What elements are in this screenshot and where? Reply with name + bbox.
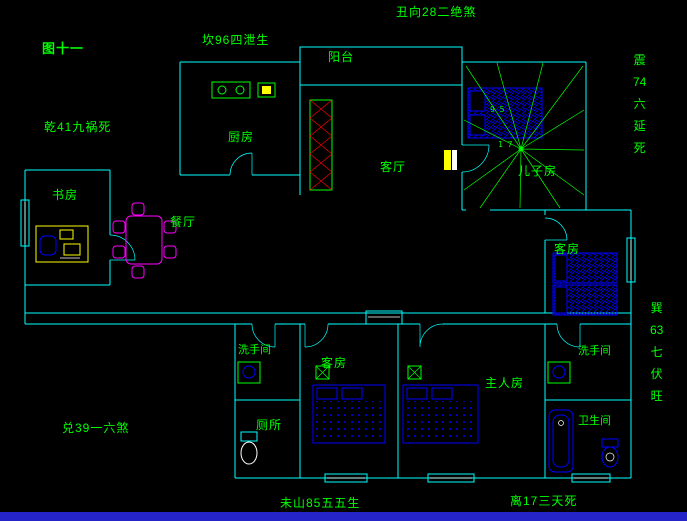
washbasin-west (237, 361, 261, 384)
annotation-dui: 兑39一六煞 (62, 421, 130, 435)
room-label-son: 儿子房 (518, 164, 558, 178)
dining-set (112, 202, 177, 279)
fengshui-compass: 9 5 1 7 (463, 62, 585, 209)
annotation-chou: 丑向28二绝煞 (396, 5, 477, 19)
annotation-kan: 坎96四泄生 (202, 33, 270, 47)
horizontal-scrollbar[interactable] (0, 512, 687, 521)
toilet-west (240, 431, 258, 465)
annotation-wei: 未山85五五生 (280, 496, 361, 510)
room-label-washroom-west: 洗手间 (238, 344, 271, 356)
room-label-kitchen: 厨房 (228, 130, 255, 144)
figure-title: 图十一 (42, 41, 85, 56)
wall-speaker (444, 150, 457, 170)
room-label-living: 客厅 (380, 160, 407, 174)
room-label-toilet-west: 厕所 (256, 418, 283, 432)
guest-beds-east (552, 252, 618, 316)
study-desk (35, 225, 89, 263)
decor-cabinet (309, 99, 333, 191)
compass-number: 1 7 (498, 140, 513, 149)
master-bed (402, 384, 479, 444)
doors (109, 144, 581, 348)
room-label-bathroom-east: 卫生间 (578, 415, 611, 427)
room-label-dining: 餐厅 (170, 215, 197, 229)
windows (20, 199, 636, 483)
room-label-master: 主人房 (485, 376, 525, 390)
room-label-washroom-east: 洗手间 (578, 345, 611, 357)
bathtub (548, 409, 574, 473)
ac-unit (315, 365, 422, 380)
guest-bed-south (312, 384, 386, 444)
annotation-zhen: 震 74 六 延 死 (633, 53, 647, 155)
annotation-qian: 乾41九祸死 (44, 120, 112, 134)
annotation-li: 离17三天死 (510, 494, 578, 508)
toilet-east (601, 438, 619, 468)
room-label-balcony: 阳台 (328, 50, 355, 64)
room-label-guest-south: 客房 (321, 356, 348, 370)
compass-number: 9 5 (490, 105, 505, 114)
room-label-study: 书房 (52, 188, 79, 202)
room-label-guest-east: 客房 (554, 242, 581, 256)
son-bed (467, 87, 543, 139)
washbasin-east (547, 361, 571, 384)
stove (211, 81, 276, 99)
annotation-xun: 巽 63 七 伏 旺 (650, 301, 664, 403)
walls (24, 46, 632, 479)
